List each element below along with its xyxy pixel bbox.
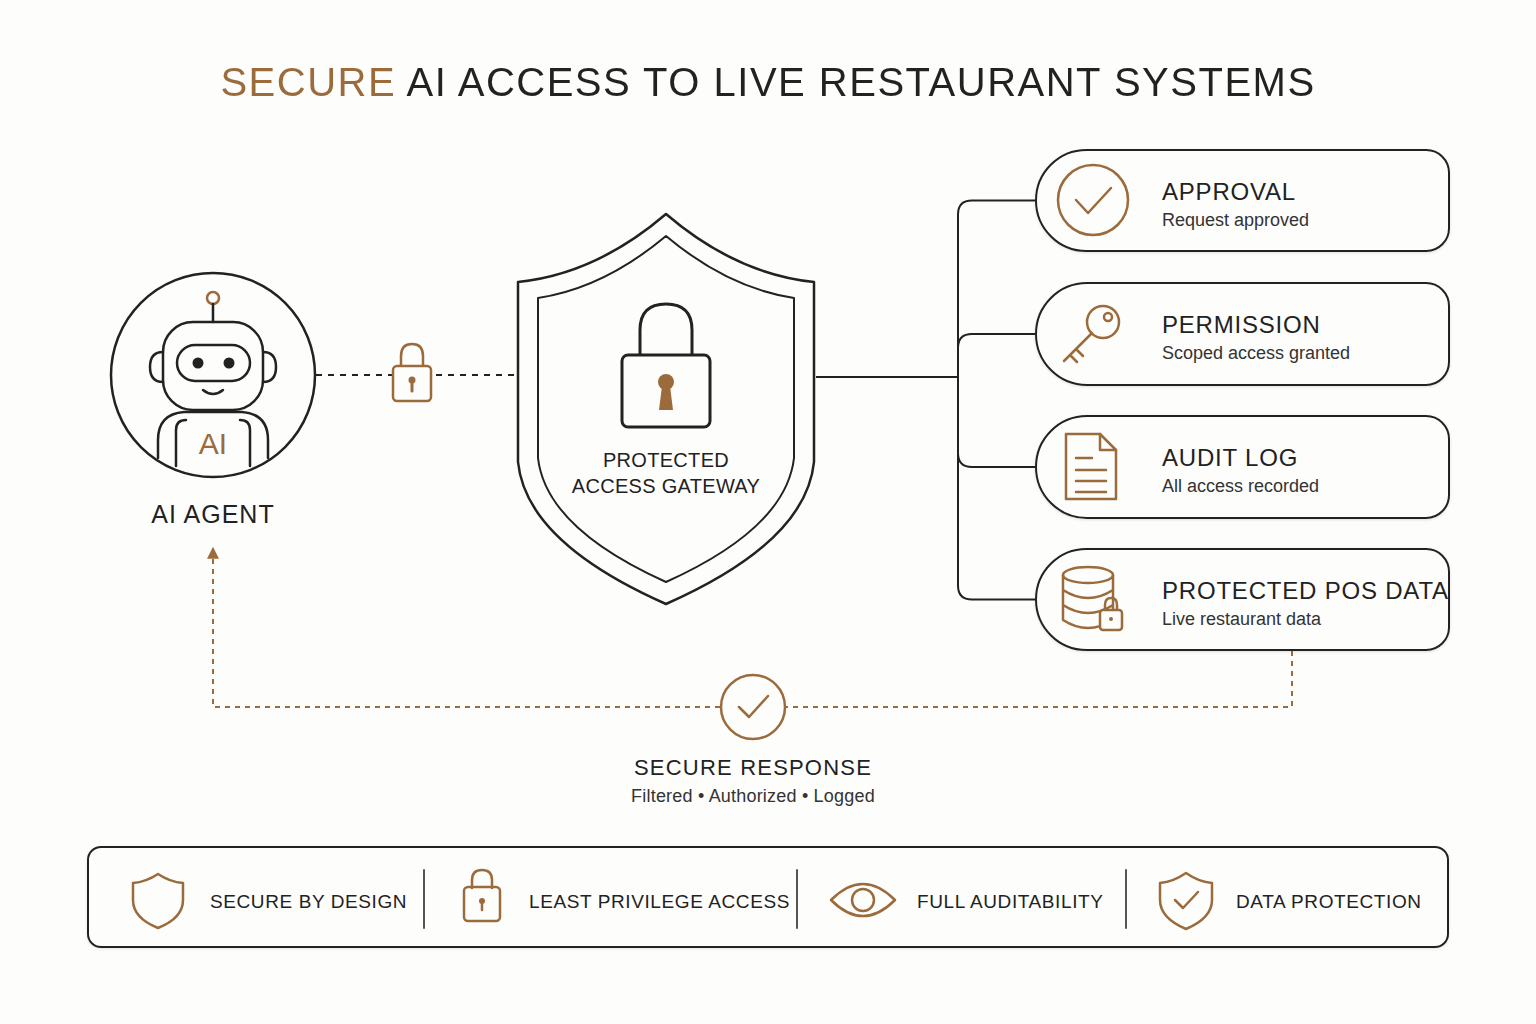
keyhole: [411, 382, 414, 391]
lock-shackle: [401, 344, 423, 367]
key-icon: [1064, 333, 1092, 362]
robot-eye: [224, 358, 235, 369]
robot-antenna-stem: [212, 304, 215, 322]
shield-check-icon: [1160, 873, 1212, 929]
separator-line: [796, 870, 798, 928]
check-circle: [721, 675, 785, 739]
keyhole: [481, 903, 484, 910]
gateway-lock-icon: [622, 304, 710, 427]
box-heading: PROTECTED POS DATA: [1162, 577, 1449, 605]
lock-shackle: [640, 304, 692, 355]
shield-outline: [516, 212, 816, 606]
box-heading: PERMISSION: [1162, 311, 1321, 339]
keyhole: [659, 386, 673, 410]
database-icon: [1063, 567, 1113, 583]
status-box: PROTECTED POS DATA Live restaurant data: [1035, 548, 1450, 651]
document-icon: [1100, 434, 1116, 450]
principle-label: FULL AUDITABILITY: [917, 890, 1104, 914]
box-subtitle: Scoped access granted: [1162, 342, 1350, 364]
robot-antenna: [207, 292, 219, 304]
robot-head: [163, 322, 263, 410]
eye-icon: [831, 884, 895, 916]
principle-label: DATA PROTECTION: [1236, 890, 1422, 914]
principle-label: SECURE BY DESIGN: [210, 890, 407, 914]
branch-connector: [816, 334, 1035, 377]
agent-circle-outline: [111, 273, 315, 477]
band-icons: [133, 870, 1212, 929]
status-box: PERMISSION Scoped access granted: [1035, 282, 1450, 386]
node-label: PROTECTED ACCESS GATEWAY: [561, 447, 771, 499]
circle-outline: [720, 674, 786, 740]
small-lock-icon: [1100, 610, 1122, 630]
robot-eye: [193, 358, 204, 369]
document-lines: [1076, 458, 1106, 492]
shield-icon: [133, 874, 183, 928]
shield-inner: [538, 236, 794, 582]
separator-line: [1125, 870, 1127, 928]
robot-ear: [150, 352, 163, 382]
band-separators: [424, 870, 1126, 928]
check-mark: [1175, 892, 1198, 908]
box-subtitle: Live restaurant data: [1162, 608, 1321, 630]
return-path: [786, 651, 1292, 707]
robot-ear: [263, 352, 276, 382]
principles-band: SECURE BY DESIGN LEAST PRIVILEGE ACCESS FU…: [87, 846, 1449, 948]
lock-body: [622, 355, 710, 427]
node-label: SECURE RESPONSE: [553, 754, 953, 782]
gateway-shield: PROTECTED ACCESS GATEWAY: [516, 212, 816, 606]
lock-icon: [472, 870, 492, 888]
key-icon: [1104, 313, 1112, 321]
robot-torso: [176, 420, 250, 466]
box-subtitle: All access recorded: [1162, 475, 1319, 497]
separator-line: [423, 870, 425, 928]
branch-connector: [816, 377, 1035, 467]
status-box: APPROVAL Request approved: [1035, 149, 1450, 252]
lock-icon: [464, 887, 500, 921]
response-check-circle: SECURE RESPONSEFiltered • Authorized • L…: [720, 674, 786, 740]
keyhole: [1109, 617, 1113, 621]
branch-connector: [816, 201, 1035, 378]
box-subtitle: Request approved: [1162, 209, 1309, 231]
node-sublabel: Filtered • Authorized • Logged: [553, 784, 953, 808]
circle-outline: [110, 272, 316, 548]
robot-visor: [177, 345, 250, 381]
check-mark: [739, 696, 768, 717]
box-heading: APPROVAL: [1162, 178, 1296, 206]
document-icon: [1066, 434, 1116, 499]
robot-smile: [203, 390, 223, 394]
check-circle-icon: [1058, 165, 1128, 235]
status-box: AUDIT LOG All access recorded: [1035, 415, 1450, 519]
link-lock-icon: [393, 344, 431, 401]
diagram-title: SECURE AI ACCESS TO LIVE RESTAURANT SYST…: [220, 58, 1315, 106]
robot-illustration: [150, 292, 276, 466]
principle-label: LEAST PRIVILEGE ACCESS: [529, 890, 790, 914]
lock-body: [393, 366, 431, 401]
robot-shoulders: [158, 412, 268, 458]
agent-circle: AIAI AGENT: [110, 272, 316, 548]
return-arrow: [213, 548, 720, 707]
box-heading: AUDIT LOG: [1162, 444, 1298, 472]
chest-label: AI: [110, 427, 316, 461]
branch-connector: [816, 377, 1035, 600]
node-label: AI AGENT: [83, 499, 343, 529]
shield-outer: [518, 214, 814, 604]
box-icons: [1058, 165, 1128, 630]
eye-icon: [852, 889, 874, 911]
check-mark: [1076, 188, 1111, 213]
